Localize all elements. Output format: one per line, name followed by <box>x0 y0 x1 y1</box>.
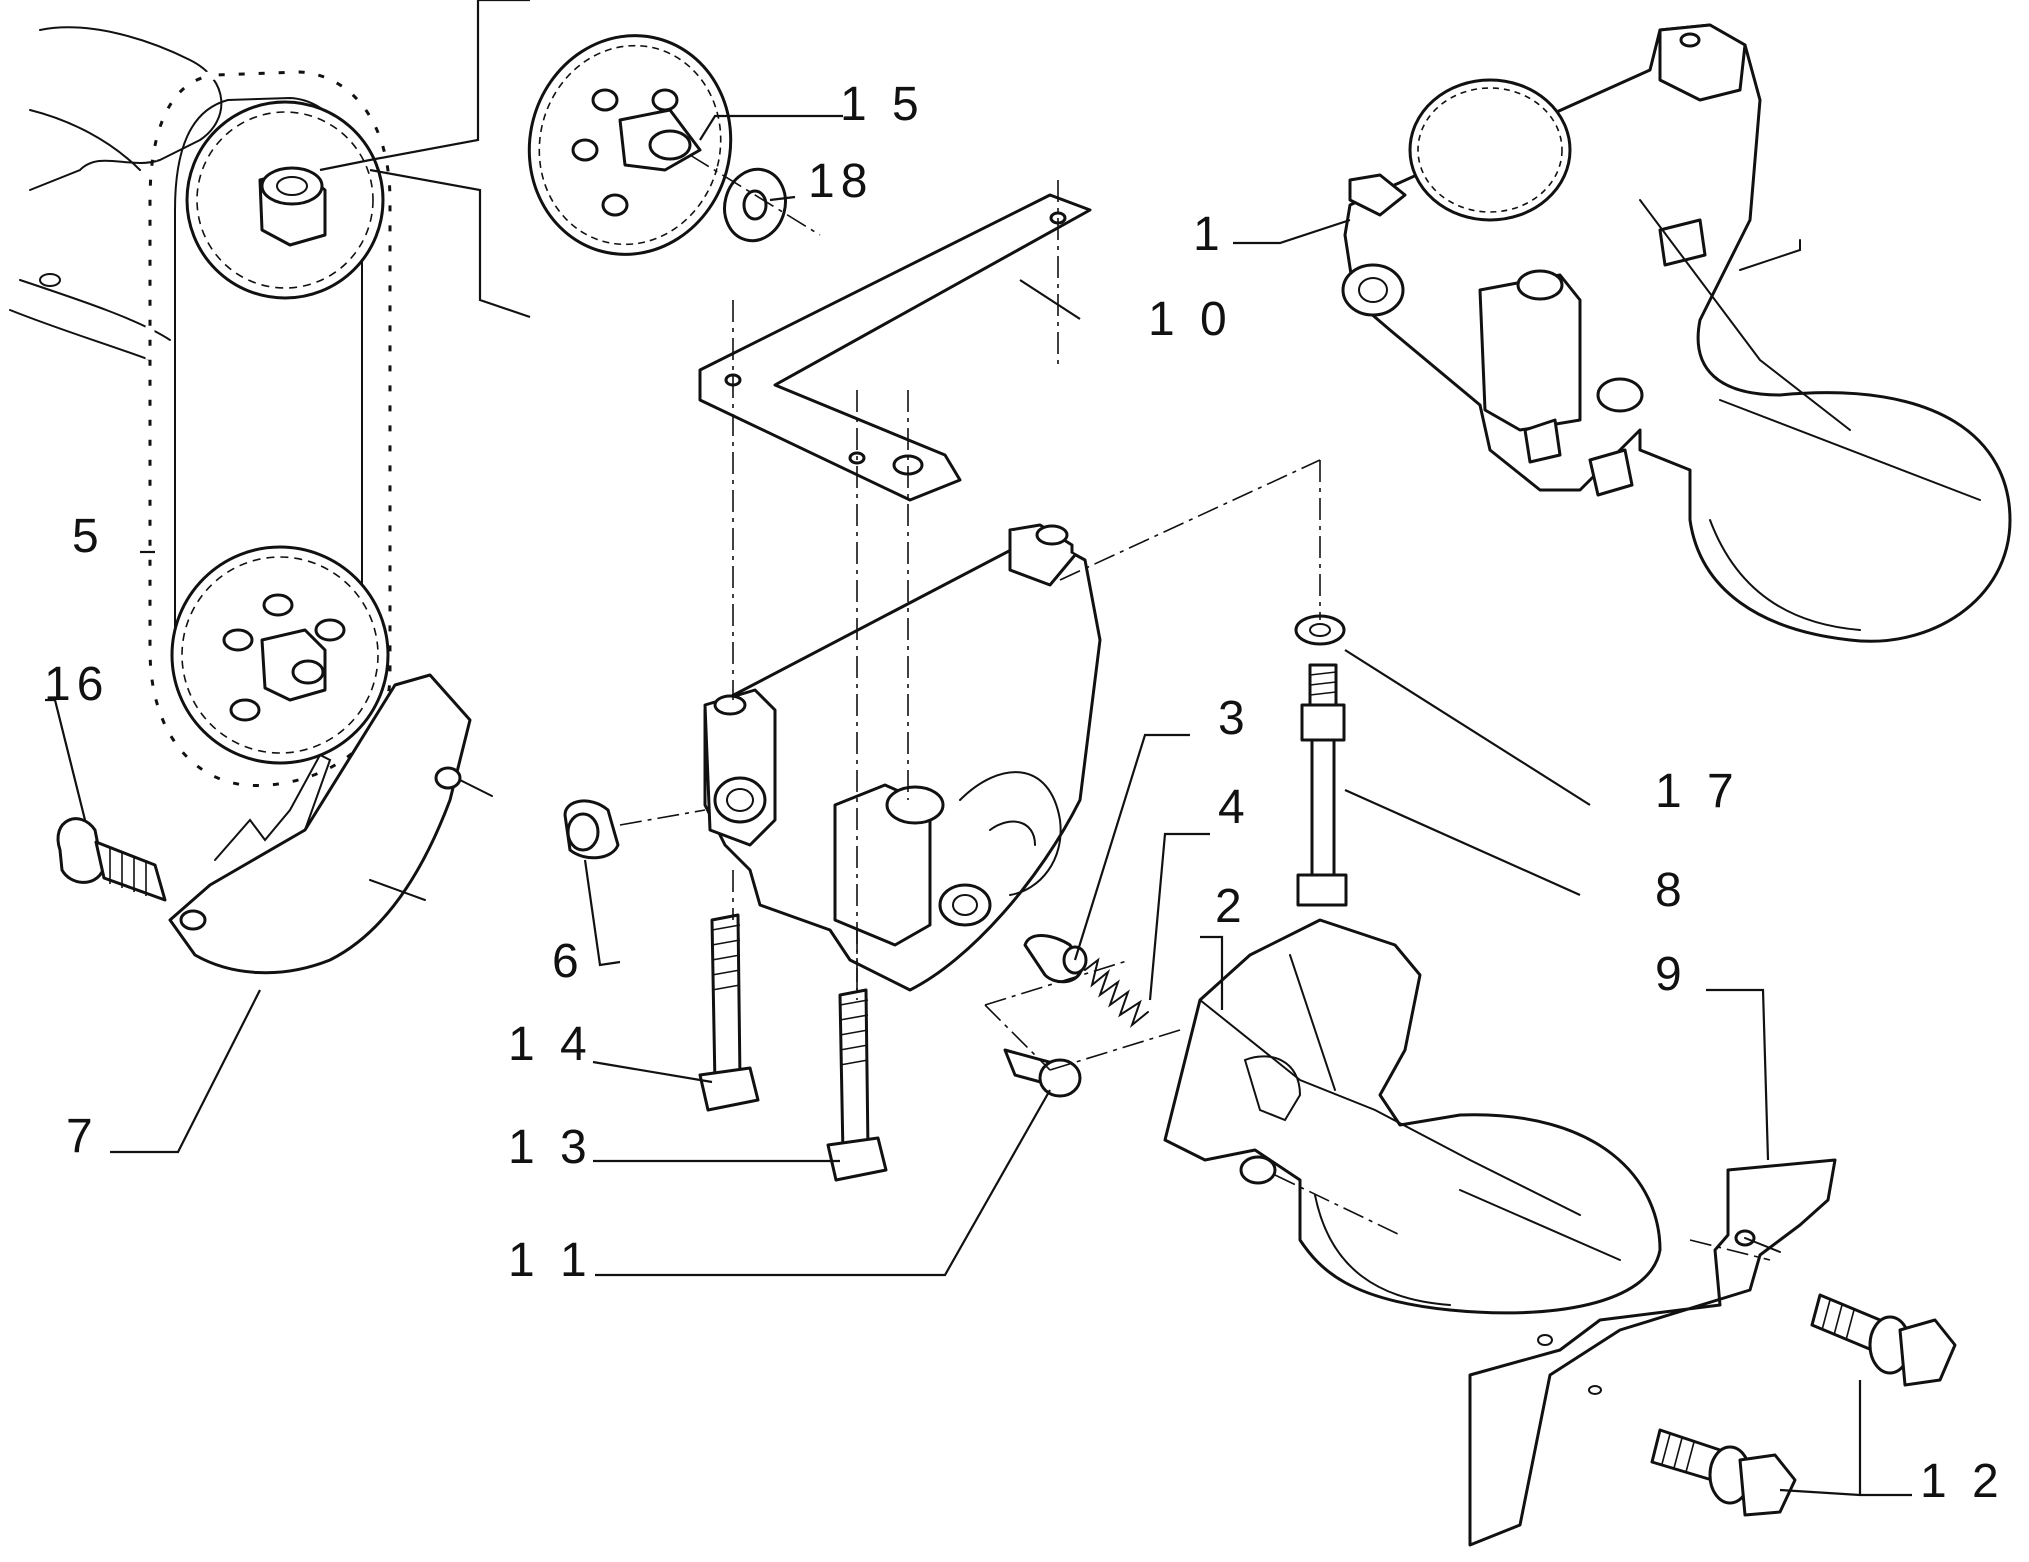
callout-17: 1 7 <box>1655 765 1740 818</box>
callout-14: 1 4 <box>508 1018 593 1071</box>
callout-7: 7 <box>66 1110 99 1163</box>
screw-8 <box>1296 663 1348 907</box>
callout-8: 8 <box>1655 864 1688 917</box>
washer-18 <box>723 167 787 243</box>
callout-12: 1 2 <box>1920 1455 2005 1508</box>
callout-16: 16 <box>44 658 109 711</box>
lower-sprocket <box>170 545 390 765</box>
callout-labels: 1 2 3 4 5 6 7 8 9 1 0 1 1 1 2 1 3 1 4 1 … <box>44 78 2005 1508</box>
screw-16 <box>56 817 167 902</box>
callout-13: 1 3 <box>508 1121 593 1174</box>
axis-valve <box>984 959 1181 1071</box>
bracket-plate <box>698 193 1092 502</box>
callout-5: 5 <box>72 510 105 563</box>
relief-valve-spring <box>1084 957 1149 1028</box>
callout-1: 1 <box>1193 208 1226 261</box>
leader-lines <box>45 0 1912 1497</box>
screw-13 <box>826 988 888 1182</box>
oil-pump-gear <box>527 34 733 256</box>
relief-valve-plunger <box>1023 934 1088 984</box>
oil-pump-body <box>703 523 1102 992</box>
upper-sprocket <box>185 100 385 300</box>
strainer-bracket <box>1468 1158 1837 1547</box>
callout-9: 9 <box>1655 948 1688 1001</box>
assembly-axes <box>619 180 1771 1261</box>
axis-gear <box>689 154 821 236</box>
plug-6 <box>563 799 620 860</box>
callout-10: 1 0 <box>1148 293 1233 346</box>
oil-strainer <box>1163 918 1662 1315</box>
callout-3: 3 <box>1218 692 1251 745</box>
bolt-12-lower <box>1650 1428 1797 1517</box>
callout-2: 2 <box>1215 880 1248 933</box>
callout-18: 18 <box>808 155 873 208</box>
screw-14 <box>698 913 760 1112</box>
bolt-12-upper <box>1810 1293 1957 1387</box>
pin-11 <box>1003 1048 1082 1098</box>
assembled-oil-pump <box>1341 23 2012 643</box>
callout-4: 4 <box>1218 781 1251 834</box>
callout-6: 6 <box>552 935 585 988</box>
washer-17 <box>1294 614 1346 646</box>
engine-block-fragment <box>9 26 223 361</box>
callout-11: 1 1 <box>508 1234 593 1287</box>
chain-cover <box>168 673 493 975</box>
callout-15: 1 5 <box>840 78 925 131</box>
